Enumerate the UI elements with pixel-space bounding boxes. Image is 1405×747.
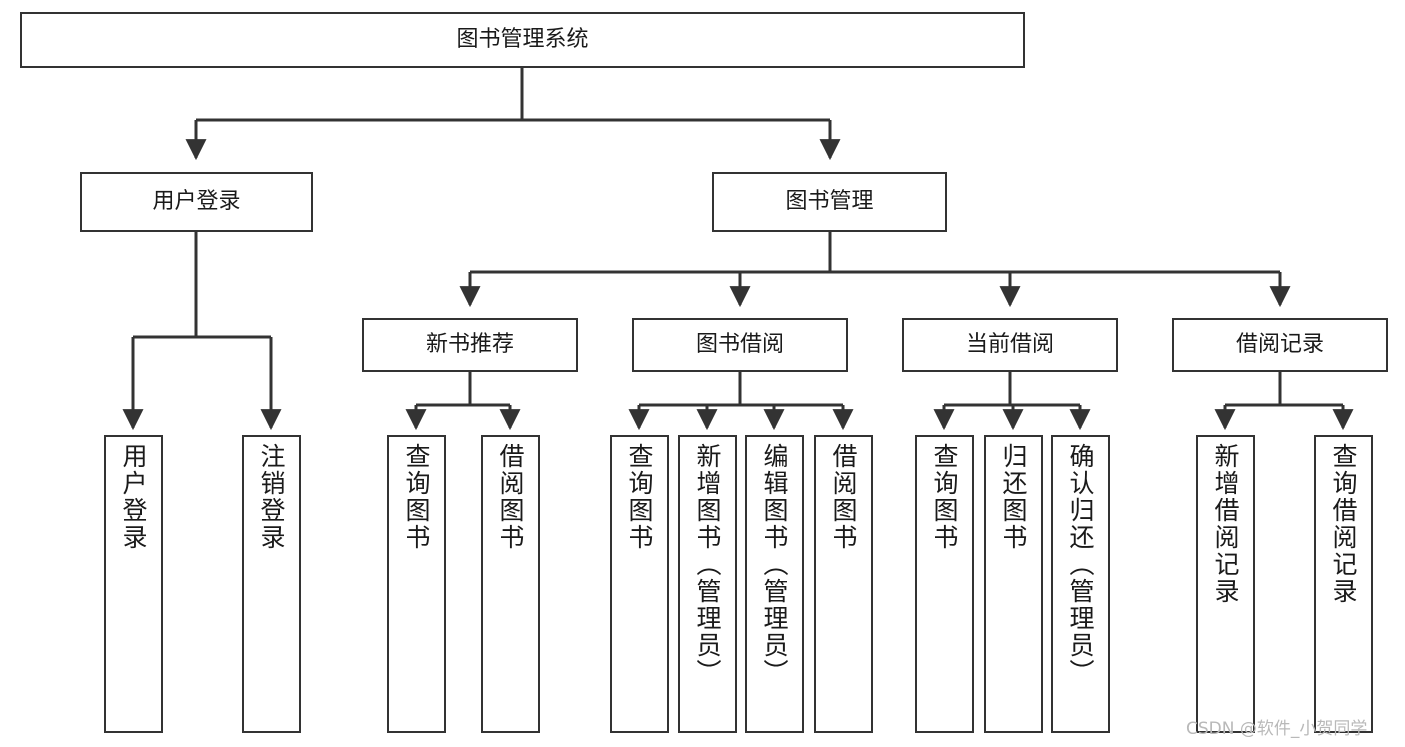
node-leaf-confirm-return-admin-label: 确认归还（管理员） xyxy=(1066,443,1095,686)
node-leaf-query-borrow-record[interactable]: 查询借阅记录 xyxy=(1314,435,1373,733)
node-current-borrow-label: 当前借阅 xyxy=(965,332,1054,358)
node-leaf-user-login[interactable]: 用户登录 xyxy=(104,435,163,733)
node-leaf-recommend-query-book-label: 查询图书 xyxy=(402,443,431,551)
node-leaf-borrow-query-book-label: 查询图书 xyxy=(625,443,654,551)
node-leaf-query-borrow-record-label: 查询借阅记录 xyxy=(1329,443,1358,605)
node-leaf-add-borrow-record-label: 新增借阅记录 xyxy=(1211,443,1240,605)
node-leaf-edit-book-admin-label: 编辑图书（管理员） xyxy=(760,443,789,686)
node-borrow-record[interactable]: 借阅记录 xyxy=(1172,318,1388,372)
node-leaf-confirm-return-admin[interactable]: 确认归还（管理员） xyxy=(1051,435,1110,733)
node-leaf-borrow-book[interactable]: 借阅图书 xyxy=(814,435,873,733)
node-leaf-logout[interactable]: 注销登录 xyxy=(242,435,301,733)
node-leaf-recommend-query-book[interactable]: 查询图书 xyxy=(387,435,446,733)
node-leaf-recommend-borrow-book-label: 借阅图书 xyxy=(496,443,525,551)
node-root-system-label: 图书管理系统 xyxy=(456,27,589,53)
node-new-book-recommend-label: 新书推荐 xyxy=(425,332,514,358)
node-user-login[interactable]: 用户登录 xyxy=(80,172,313,232)
node-current-borrow[interactable]: 当前借阅 xyxy=(902,318,1118,372)
node-leaf-add-book-admin[interactable]: 新增图书（管理员） xyxy=(678,435,737,733)
node-leaf-edit-book-admin[interactable]: 编辑图书（管理员） xyxy=(745,435,804,733)
node-leaf-return-book-label: 归还图书 xyxy=(999,443,1028,551)
node-book-borrow[interactable]: 图书借阅 xyxy=(632,318,848,372)
node-leaf-add-borrow-record[interactable]: 新增借阅记录 xyxy=(1196,435,1255,733)
node-book-borrow-label: 图书借阅 xyxy=(695,332,784,358)
node-leaf-current-query-book[interactable]: 查询图书 xyxy=(915,435,974,733)
node-leaf-add-book-admin-label: 新增图书（管理员） xyxy=(693,443,722,686)
node-leaf-borrow-book-label: 借阅图书 xyxy=(829,443,858,551)
node-leaf-logout-label: 注销登录 xyxy=(257,443,286,551)
node-book-management[interactable]: 图书管理 xyxy=(712,172,947,232)
node-user-login-label: 用户登录 xyxy=(152,189,241,215)
node-leaf-borrow-query-book[interactable]: 查询图书 xyxy=(610,435,669,733)
node-root-system[interactable]: 图书管理系统 xyxy=(20,12,1025,68)
node-borrow-record-label: 借阅记录 xyxy=(1235,332,1324,358)
node-leaf-user-login-label: 用户登录 xyxy=(119,443,148,551)
node-book-management-label: 图书管理 xyxy=(785,189,874,215)
node-leaf-recommend-borrow-book[interactable]: 借阅图书 xyxy=(481,435,540,733)
csdn-watermark: CSDN @软件_小贺同学 xyxy=(1186,719,1368,739)
node-new-book-recommend[interactable]: 新书推荐 xyxy=(362,318,578,372)
node-leaf-current-query-book-label: 查询图书 xyxy=(930,443,959,551)
node-leaf-return-book[interactable]: 归还图书 xyxy=(984,435,1043,733)
